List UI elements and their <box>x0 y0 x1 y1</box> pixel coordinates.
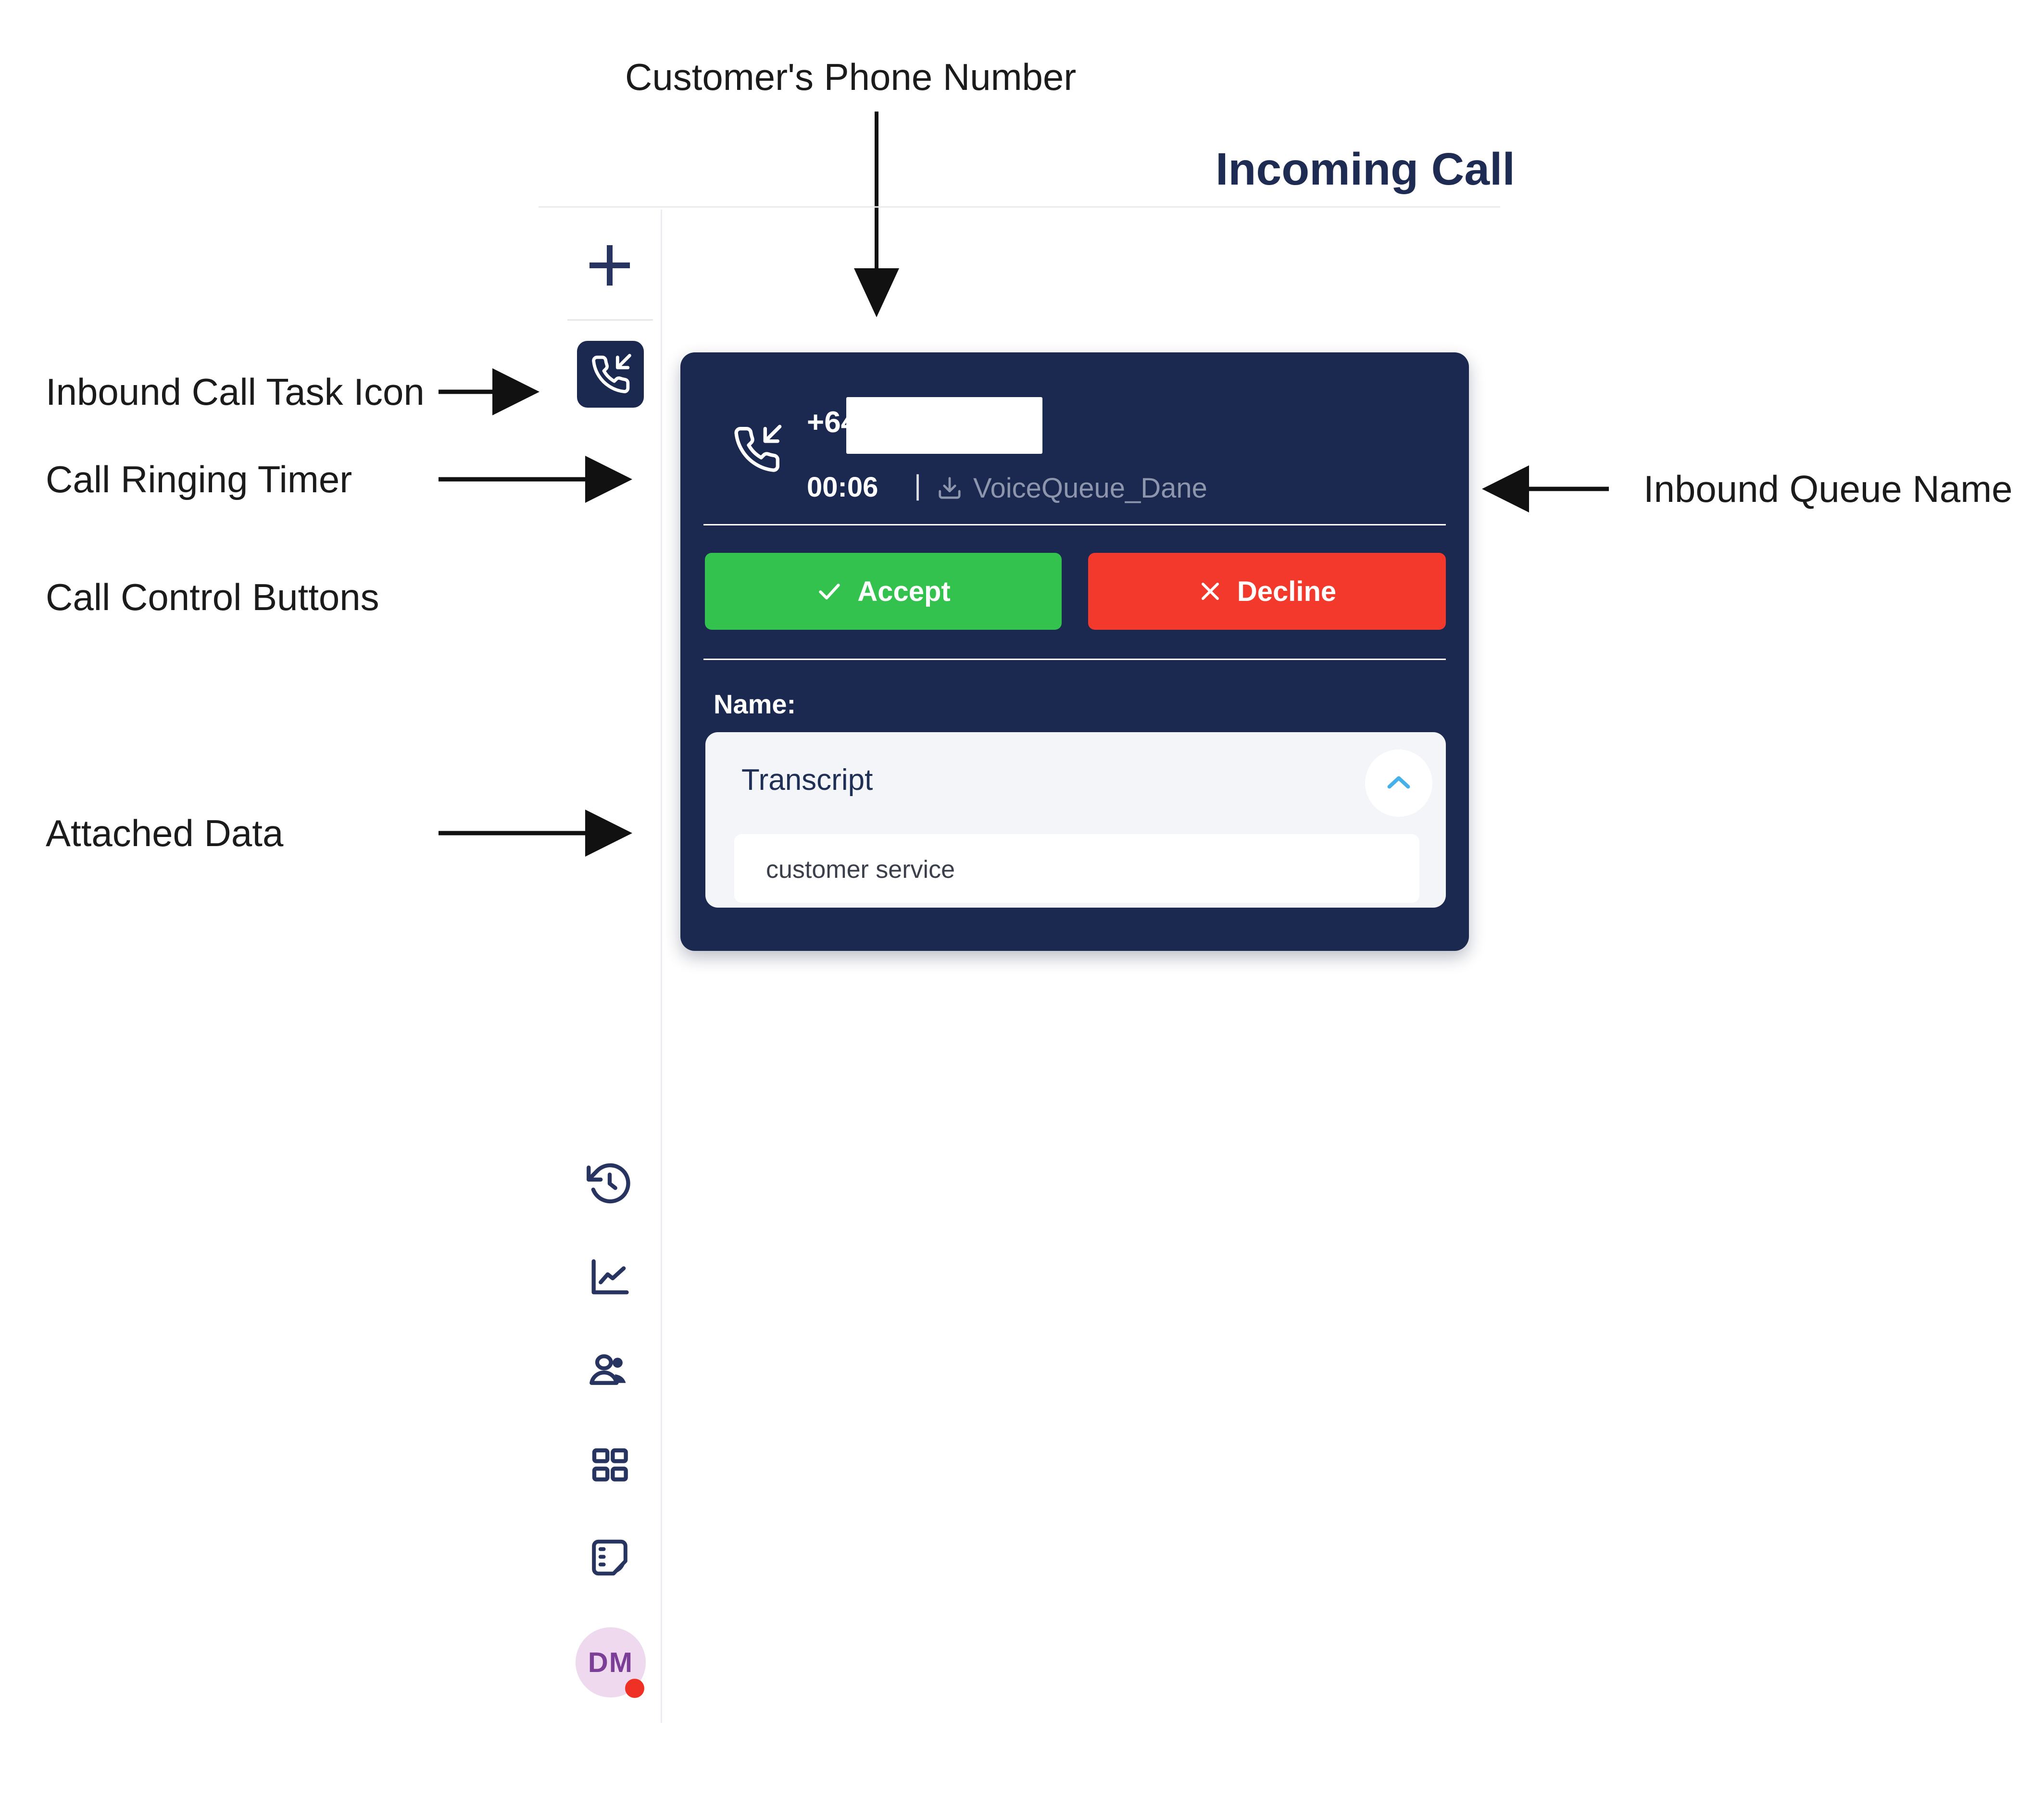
phone-number-redaction <box>846 397 1042 454</box>
attached-data-value-box: customer service <box>734 834 1419 903</box>
sidebar-item-notes[interactable] <box>587 1535 633 1581</box>
phone-incoming-icon <box>590 353 631 395</box>
attached-data-value: customer service <box>766 856 955 884</box>
add-task-button[interactable] <box>587 242 633 288</box>
timer-queue-separator: | <box>914 470 922 501</box>
sidebar-item-apps[interactable] <box>587 1442 633 1488</box>
sidebar-item-agents[interactable] <box>585 1346 635 1396</box>
agents-icon <box>585 1346 635 1396</box>
arrow-right-icon <box>439 364 540 419</box>
queue-download-icon <box>937 475 963 501</box>
attached-data-panel: Transcript customer service <box>705 732 1446 908</box>
inbound-call-task-tab[interactable] <box>577 341 644 408</box>
header-divider <box>539 206 1500 208</box>
card-divider <box>703 659 1446 660</box>
annotation-ringing-timer-label: Call Ringing Timer <box>46 458 352 500</box>
inbound-queue-name: VoiceQueue_Dane <box>973 473 1207 504</box>
line-chart-icon <box>586 1253 634 1301</box>
sidebar-item-insights[interactable] <box>586 1253 634 1301</box>
annotation-inbound-task-label: Inbound Call Task Icon <box>46 371 425 413</box>
check-icon <box>816 578 843 605</box>
arrow-right-icon <box>439 806 633 861</box>
x-icon <box>1198 579 1223 604</box>
notes-icon <box>587 1535 633 1581</box>
annotation-attached-data-label: Attached Data <box>46 812 284 854</box>
status-dot <box>625 1679 644 1698</box>
sidebar-divider <box>661 210 662 1723</box>
accept-button[interactable]: Accept <box>705 553 1062 630</box>
card-divider <box>703 524 1446 525</box>
plus-icon <box>587 242 633 288</box>
decline-button[interactable]: Decline <box>1088 553 1446 630</box>
annotation-customer-phone-label: Customer's Phone Number <box>625 56 1077 98</box>
arrow-right-icon <box>439 452 633 507</box>
annotation-call-controls-label: Call Control Buttons <box>46 576 379 618</box>
grid-icon <box>587 1442 633 1488</box>
chevron-up-icon <box>1381 766 1416 800</box>
accept-button-label: Accept <box>857 575 951 607</box>
call-ringing-timer: 00:06 <box>807 472 878 503</box>
name-label: Name: <box>714 689 796 719</box>
arrow-down-icon <box>849 112 904 319</box>
sidebar-item-history[interactable] <box>586 1160 634 1208</box>
transcript-section-title[interactable]: Transcript <box>741 763 873 797</box>
avatar-initials: DM <box>588 1647 634 1678</box>
collapse-button[interactable] <box>1365 749 1432 817</box>
incoming-call-card: +64 00:06 | VoiceQueue_Dane Accept Decli… <box>680 352 1469 951</box>
arrow-left-icon <box>1481 462 1610 516</box>
annotation-inbound-queue-label: Inbound Queue Name <box>1643 468 2013 510</box>
page-title: Incoming Call <box>1216 144 1515 195</box>
phone-incoming-icon <box>732 424 782 474</box>
sidebar-section-divider <box>567 319 653 321</box>
decline-button-label: Decline <box>1237 575 1337 607</box>
history-icon <box>586 1160 634 1208</box>
